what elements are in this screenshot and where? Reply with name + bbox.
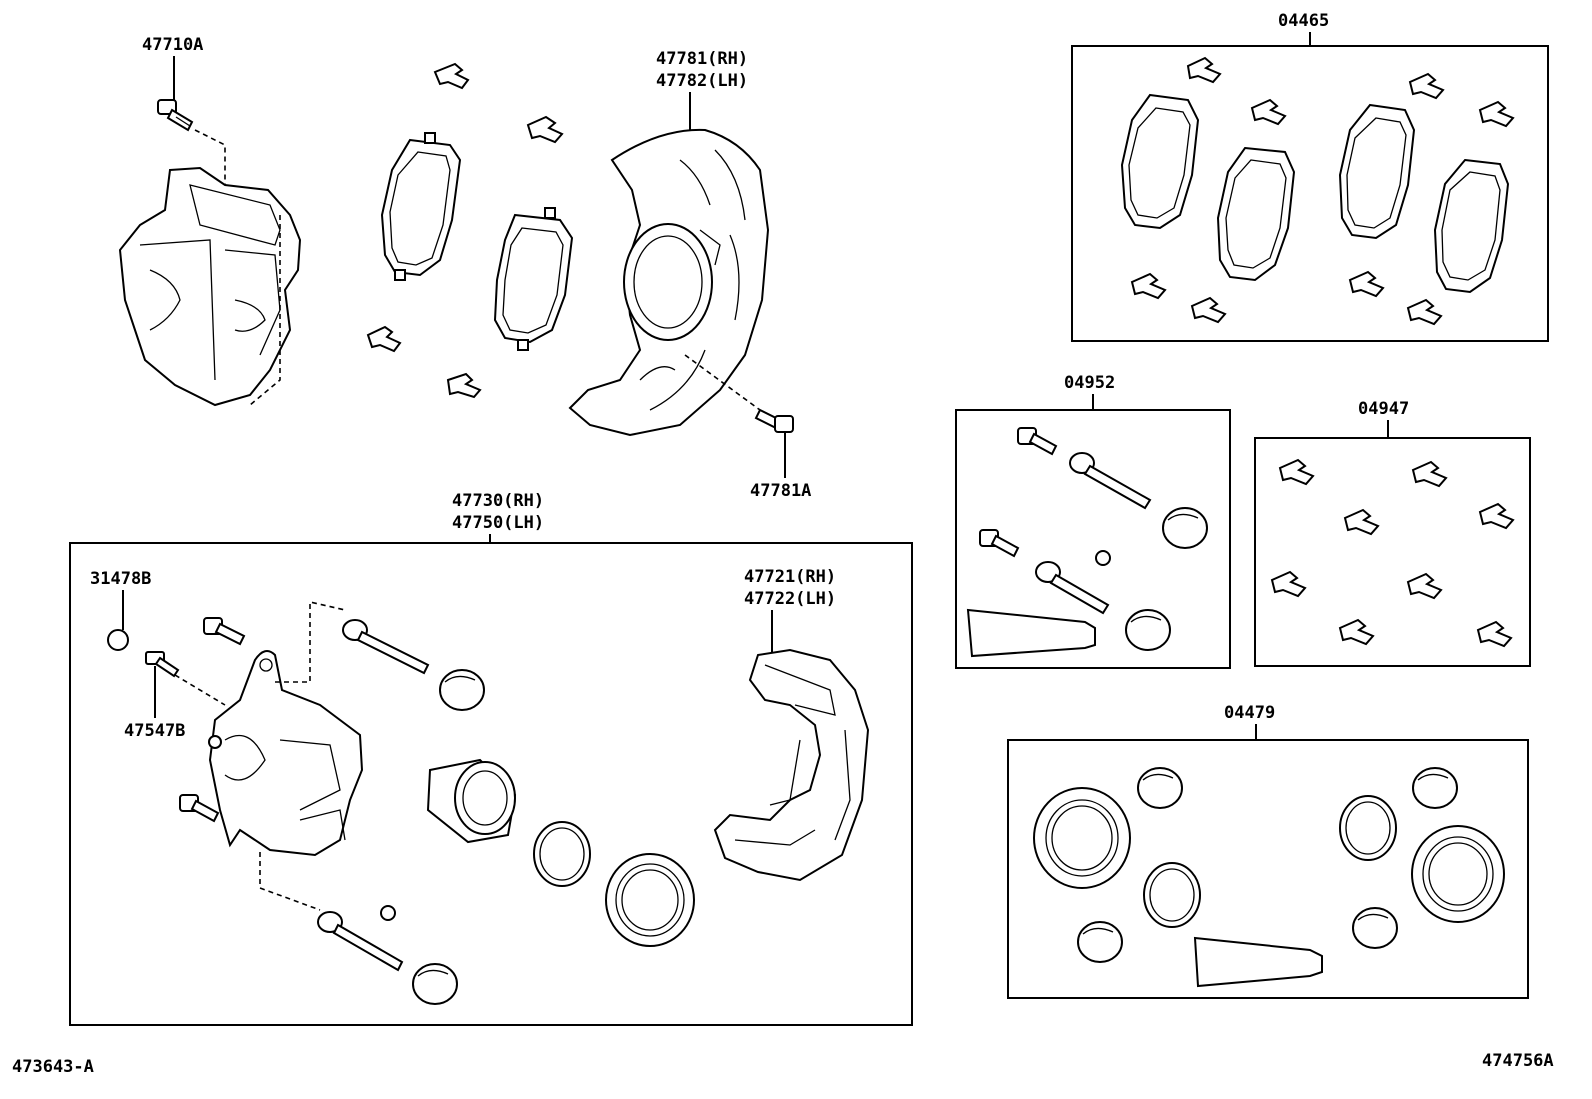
label-47782-lh[interactable]: 47782(LH): [656, 71, 748, 91]
label-47781-rh[interactable]: 47781(RH): [656, 49, 748, 69]
box-04947: [1254, 437, 1531, 667]
label-47547B[interactable]: 47547B: [124, 721, 185, 741]
slide-pin-lower[interactable]: [317, 911, 404, 972]
label-47722-lh[interactable]: 47722(LH): [744, 589, 836, 609]
slide-boot-lower[interactable]: [412, 963, 458, 1005]
cylinder-bolt-lower[interactable]: [179, 794, 220, 823]
box-47730-47750: [69, 542, 913, 1026]
bolt-47781A[interactable]: [754, 408, 794, 433]
cylinder-body[interactable]: [208, 650, 364, 857]
label-04479[interactable]: 04479: [1224, 703, 1275, 723]
pad-clip-1[interactable]: [433, 62, 470, 90]
slide-pin-upper[interactable]: [342, 619, 430, 675]
box-04479: [1007, 739, 1529, 999]
label-47781A[interactable]: 47781A: [750, 481, 811, 501]
kit-04465-pads[interactable]: [1120, 93, 1510, 294]
bolt-47710A[interactable]: [157, 99, 194, 132]
label-04952[interactable]: 04952: [1064, 373, 1115, 393]
pad-clip-2[interactable]: [526, 115, 564, 144]
label-47750-lh[interactable]: 47750(LH): [452, 513, 544, 533]
pad-clip-3[interactable]: [366, 325, 402, 353]
label-47710A[interactable]: 47710A: [142, 35, 203, 55]
diagram-code-right: 474756A: [1482, 1051, 1554, 1071]
bushing-small[interactable]: [380, 905, 396, 921]
brake-pad-inner[interactable]: [493, 207, 574, 351]
box-04952: [955, 409, 1231, 669]
kit-04952-parts[interactable]: [966, 427, 1208, 658]
piston-seal[interactable]: [533, 821, 591, 887]
cylinder-bolt-upper[interactable]: [203, 617, 246, 646]
label-47730-rh[interactable]: 47730(RH): [452, 491, 544, 511]
bleeder-plug-47547B[interactable]: [145, 651, 180, 678]
slide-boot-upper[interactable]: [439, 669, 485, 711]
kit-04465-clips[interactable]: [1130, 56, 1515, 326]
label-31478B[interactable]: 31478B: [90, 569, 151, 589]
bleeder-cap-31478B[interactable]: [107, 629, 129, 651]
kit-04947-clips[interactable]: [1270, 458, 1515, 648]
caliper-mounting-bracket[interactable]: [713, 648, 870, 882]
disc-dust-cover[interactable]: [568, 128, 770, 437]
caliper-assembly-upper[interactable]: [118, 166, 302, 407]
kit-04479-seals[interactable]: [1033, 767, 1505, 988]
cylinder-boot[interactable]: [605, 853, 695, 947]
piston[interactable]: [426, 758, 517, 844]
label-04465[interactable]: 04465: [1278, 11, 1329, 31]
pad-clip-4[interactable]: [446, 372, 482, 399]
diagram-code-left: 473643-A: [12, 1057, 94, 1077]
brake-pad-outer[interactable]: [380, 132, 462, 281]
label-04947[interactable]: 04947: [1358, 399, 1409, 419]
label-47721-rh[interactable]: 47721(RH): [744, 567, 836, 587]
box-04465: [1071, 45, 1549, 342]
